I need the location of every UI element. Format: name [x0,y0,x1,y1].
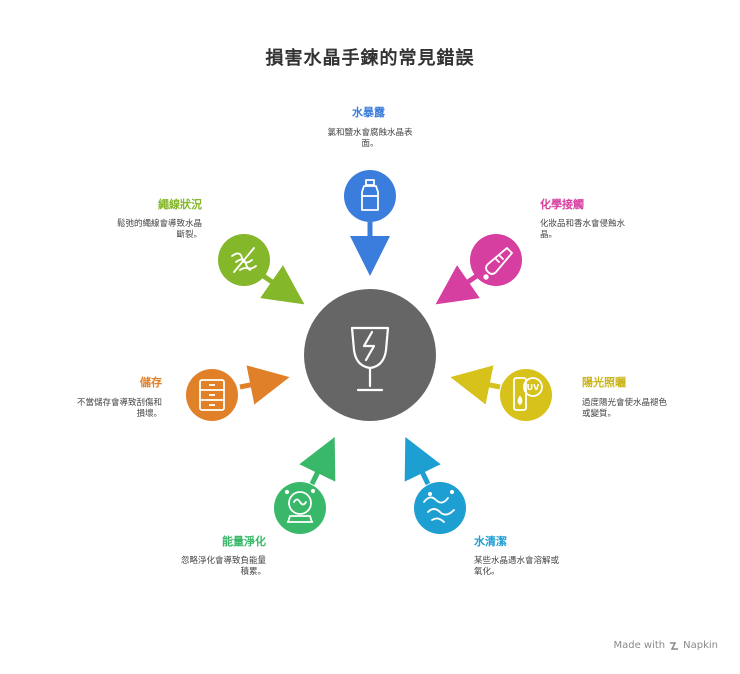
desc-energy: 忽略淨化會導致負能量積累。 [180,556,266,577]
broken-glass-icon [350,326,390,392]
arrow-storage [239,365,290,405]
footer-text: Made with [613,640,666,651]
page-title: 損害水晶手鍊的常見錯誤 [265,48,475,69]
label-chemical: 化學接觸 [540,198,584,211]
arrow-clean [404,436,441,486]
arrow-cord [260,265,305,305]
arrow-chemical [435,265,480,305]
bottle-icon [361,179,379,211]
drawers-icon [199,379,225,411]
label-water: 水暴露 [352,106,385,119]
label-energy: 能量淨化 [222,535,266,548]
arrow-sun [450,365,501,405]
desc-clean: 某些水晶遇水會溶解或氧化。 [474,556,560,577]
label-storage: 儲存 [140,376,162,389]
crystal-ball-icon [284,488,316,523]
node-energy [274,482,326,534]
svg-text:UV: UV [527,383,540,392]
test-tube-icon [483,246,514,280]
footer-brand: Napkin [683,640,718,651]
label-cord: 繩線狀況 [158,198,202,211]
napkin-logo-icon [670,641,679,650]
desc-storage: 不當儲存會導致刮傷和損壞。 [76,398,162,419]
desc-chemical: 化妝品和香水會侵蝕水晶。 [540,219,626,240]
desc-water: 氯和鹽水會腐蝕水晶表面。 [327,128,413,149]
water-splash-icon [423,489,455,523]
desc-sun: 過度陽光會使水晶褪色或變質。 [582,398,668,419]
label-clean: 水清潔 [474,535,507,548]
arrow-energy [299,436,336,486]
rope-icon [231,247,257,273]
footer-attribution[interactable]: Made with Napkin [613,640,718,651]
desc-cord: 鬆弛的繩線會導致水晶斷裂。 [116,219,202,240]
label-sun: 陽光照曬 [582,376,626,389]
node-clean [414,482,466,534]
uv-icon: UV [513,377,543,411]
